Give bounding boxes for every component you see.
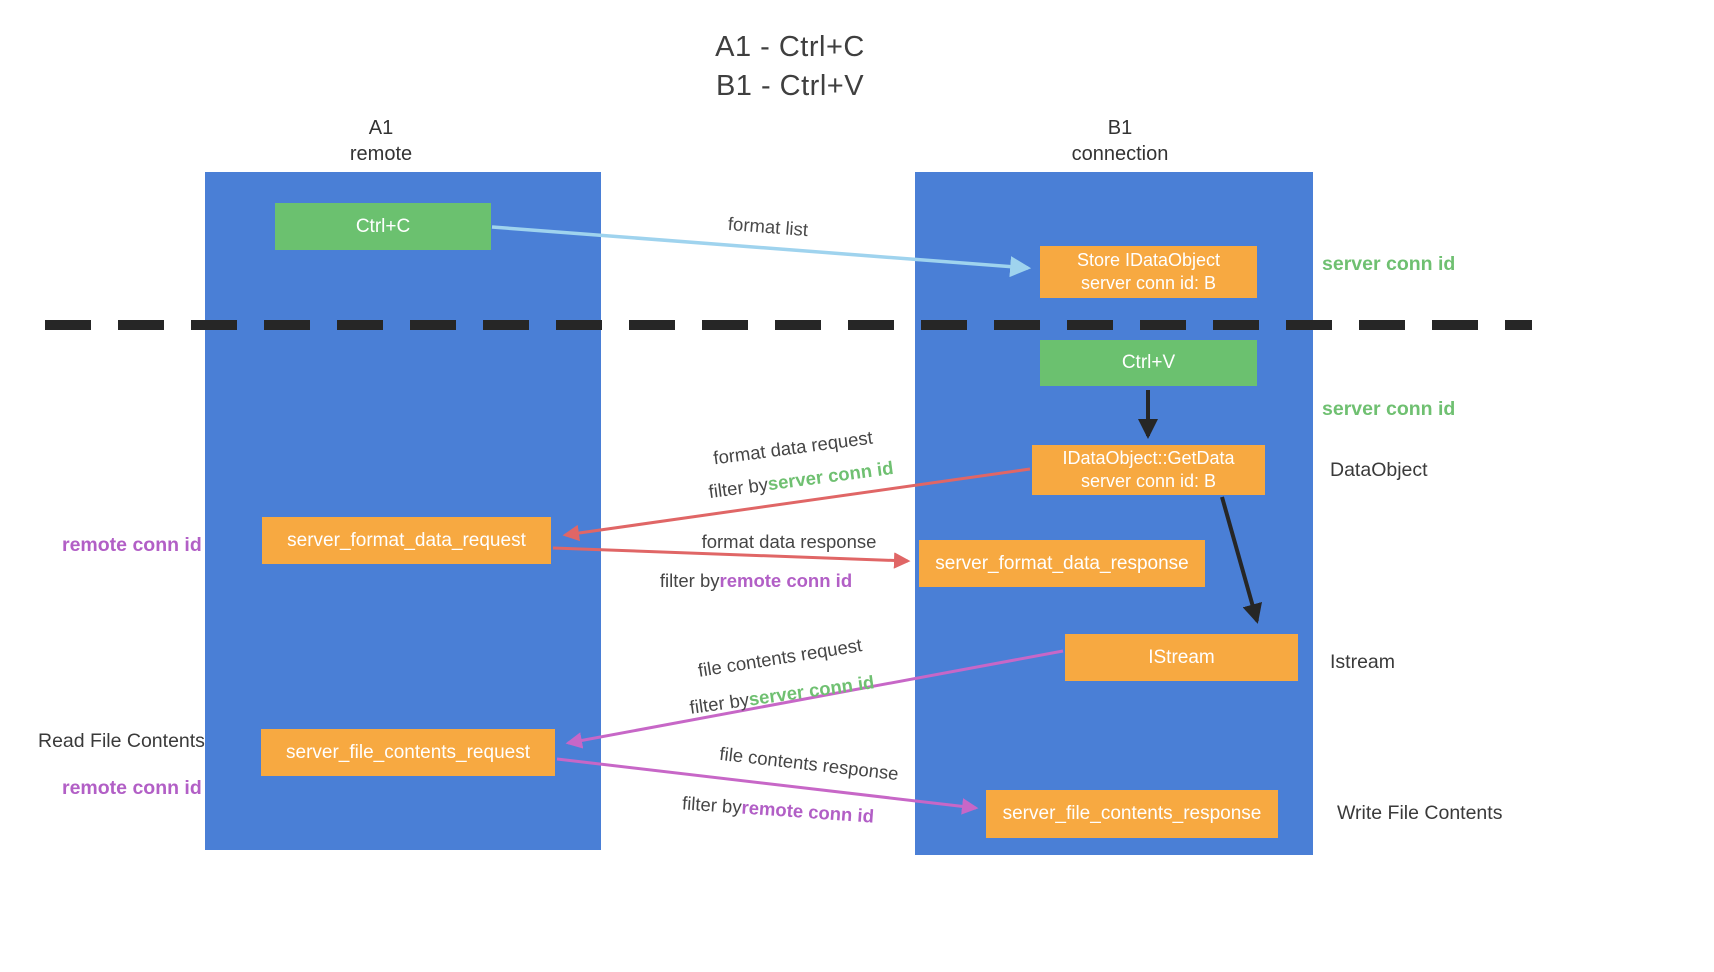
remote-conn-id-text-2: remote conn id <box>740 796 875 827</box>
filter-by-text-1: filter by <box>707 473 770 503</box>
edge-label-format-list: format list <box>727 212 809 241</box>
title-line-1: A1 - Ctrl+C <box>715 31 865 63</box>
side-label-server-conn-id-top: server conn id <box>1322 253 1456 275</box>
node-idataobject-getdata-line1: IDataObject::GetData <box>1062 448 1235 468</box>
server-conn-id-text-1: server conn id <box>766 456 895 495</box>
server-conn-id-text-2: server conn id <box>747 671 876 710</box>
lane-b1-subtitle: connection <box>1071 143 1169 165</box>
lane-a1-subtitle: remote <box>349 143 413 165</box>
node-ctrl-v: Ctrl+V <box>1040 340 1257 386</box>
title-line-2: B1 - Ctrl+V <box>715 70 865 102</box>
node-server-file-contents-request-label: server_file_contents_request <box>286 741 530 763</box>
node-server-format-data-request-label: server_format_data_request <box>287 529 526 551</box>
node-idataobject-getdata: IDataObject::GetData server conn id: B <box>1032 445 1265 495</box>
edge-label-filter-remote-conn-2: filter byremote conn id <box>681 792 874 827</box>
node-ctrl-v-label: Ctrl+V <box>1121 352 1176 373</box>
edge-label-filter-remote-conn-1: filter byremote conn id <box>660 570 852 592</box>
node-istream: IStream <box>1065 634 1298 681</box>
filter-by-text-3: filter by <box>688 688 751 718</box>
side-label-server-conn-id-mid: server conn id <box>1322 398 1456 420</box>
node-istream-label: IStream <box>1148 646 1215 668</box>
node-server-file-contents-response-label: server_file_contents_response <box>1002 803 1262 824</box>
diagram-title: A1 - Ctrl+C B1 - Ctrl+V <box>590 28 990 106</box>
side-label-remote-conn-id-bottom: remote conn id <box>62 777 202 799</box>
node-server-format-data-response: server_format_data_response <box>919 540 1205 587</box>
node-server-file-contents-response: server_file_contents_response <box>986 790 1278 838</box>
edge-label-format-data-response: format data response <box>701 531 877 552</box>
remote-conn-id-text-1: remote conn id <box>719 570 853 591</box>
edge-label-file-contents-response: file contents response <box>718 742 900 785</box>
node-idataobject-getdata-line2: server conn id: B <box>1080 471 1217 491</box>
node-ctrl-c-label: Ctrl+C <box>355 215 411 237</box>
edge-label-file-contents-request: file contents request <box>696 634 864 681</box>
node-store-idataobject-line1: Store IDataObject <box>1076 250 1221 270</box>
lane-a1-header: A1 remote <box>281 115 481 167</box>
filter-by-text-4: filter by <box>681 792 743 818</box>
filter-by-text-2: filter by <box>659 570 720 591</box>
lane-b1-header: B1 connection <box>1020 115 1220 167</box>
node-store-idataobject-line2: server conn id: B <box>1080 273 1217 293</box>
node-server-file-contents-request: server_file_contents_request <box>261 729 555 776</box>
phase-divider-dashed-line <box>45 320 1532 330</box>
lane-b1-name: B1 <box>1107 117 1133 139</box>
side-label-remote-conn-id-top: remote conn id <box>62 534 202 556</box>
node-server-format-data-request: server_format_data_request <box>262 517 551 564</box>
node-server-format-data-response-label: server_format_data_response <box>935 552 1189 574</box>
node-store-idataobject: Store IDataObject server conn id: B <box>1040 246 1257 298</box>
node-ctrl-c: Ctrl+C <box>275 203 491 250</box>
side-label-write-file-contents: Write File Contents <box>1337 802 1503 824</box>
side-label-read-file-contents: Read File Contents <box>38 730 205 752</box>
lane-a1-name: A1 <box>368 117 394 139</box>
side-label-istream: Istream <box>1330 651 1396 673</box>
side-label-dataobject: DataObject <box>1330 459 1428 481</box>
